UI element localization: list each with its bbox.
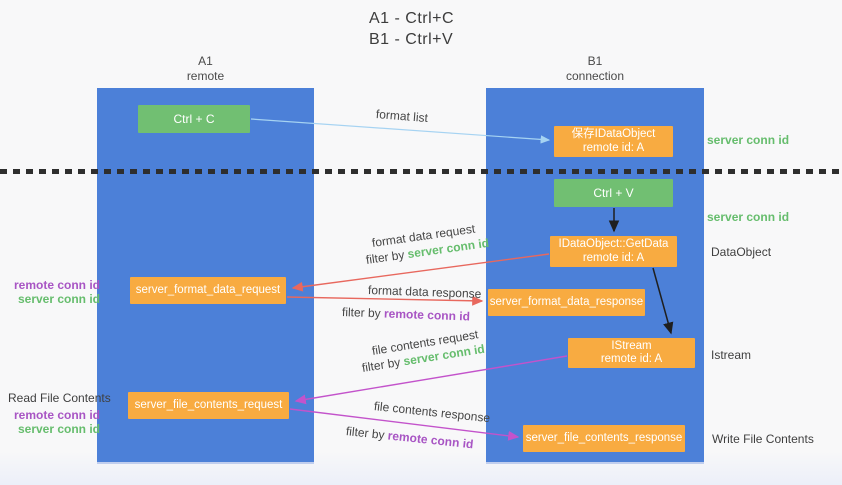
node-istream-line1: IStream [611,339,652,352]
annotation-server-conn-id-top: server conn id [707,133,790,147]
node-idataobject-getdata: IDataObject::GetData remote id: A [550,236,677,267]
file-contents-response-arrow [289,408,520,441]
node-format-request-label: server_format_data_request [135,283,281,296]
node-file-response-label: server_file_contents_response [525,431,683,444]
node-getdata-line1: IDataObject::GetData [558,238,669,250]
node-server-file-contents-request: server_file_contents_request [128,392,289,419]
annotation-conn-ids-format: remote conn id server conn id [8,278,100,306]
node-save-dataobject: 保存IDataObject remote id: A [554,126,673,157]
annotation-conn-ids-file: remote conn id server conn id [8,408,100,436]
node-ctrl-v: Ctrl + V [554,179,673,207]
node-server-format-data-response: server_format_data_response [488,289,645,316]
annotation-read-file-contents: Read File Contents [8,391,111,405]
annotation-dataobject: DataObject [711,245,772,259]
annotation-istream: Istream [711,348,752,362]
node-file-request-label: server_file_contents_request [134,398,283,411]
node-save-dataobject-line1: 保存IDataObject [571,128,656,140]
node-format-response-label: server_format_data_response [489,295,644,308]
annotation-server-conn-id-2: server conn id [17,421,100,436]
node-ctrl-c: Ctrl + C [138,105,250,133]
node-istream: IStream remote id: A [568,338,695,368]
node-server-format-data-request: server_format_data_request [130,277,286,304]
title-line-2: B1 - Ctrl+V [369,31,454,48]
lane-a1-role: remote [186,69,225,83]
annotation-server-conn-id-mid: server conn id [707,210,790,224]
node-save-dataobject-line2: remote id: A [582,141,645,154]
lane-header-b1: B1 connection [486,54,704,84]
format-list-arrow [250,118,551,144]
annotation-remote-conn-id-2: remote conn id [13,408,100,422]
node-istream-line2: remote id: A [600,353,663,365]
session-divider-dotted-line [0,169,842,174]
annotation-server-conn-id-1: server conn id [17,291,100,306]
lane-a1-name: A1 [198,54,213,68]
node-server-file-contents-response: server_file_contents_response [523,425,685,452]
format-data-request-arrow [291,253,550,292]
filter-prefix: filter by [341,305,381,321]
getdata-to-istream-arrow [652,267,674,335]
node-getdata-line2: remote id: A [582,251,645,264]
lane-b1-role: connection [565,69,625,83]
lane-header-a1: A1 remote [97,54,314,84]
title-line-1: A1 - Ctrl+C [369,10,455,27]
format-data-response-arrow [286,295,484,306]
annotation-write-file-contents: Write File Contents [712,432,814,446]
file-contents-request-arrow [294,355,568,405]
filter-key-remote-conn-id: remote conn id [383,306,471,324]
lane-b1-name: B1 [587,54,603,68]
annotation-remote-conn-id-1: remote conn id [13,278,100,292]
node-ctrl-v-label: Ctrl + V [593,186,634,200]
node-ctrl-c-label: Ctrl + C [173,112,215,126]
diagram-title: A1 - Ctrl+C B1 - Ctrl+V [369,8,454,50]
